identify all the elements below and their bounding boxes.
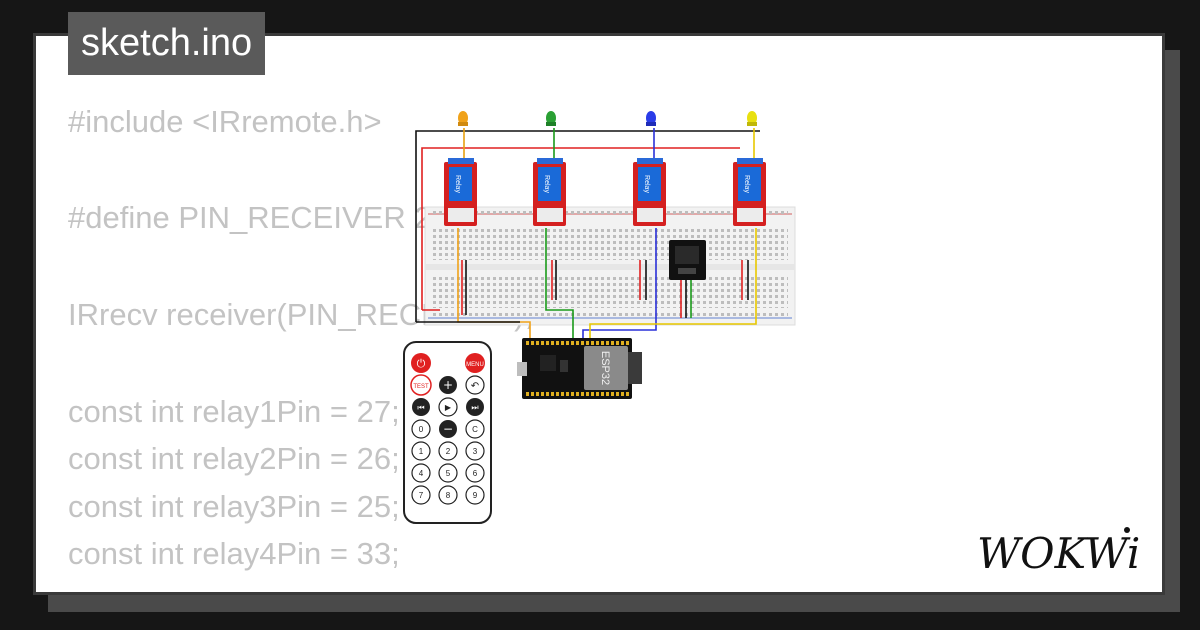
plus-button: +	[443, 378, 453, 392]
leds	[458, 111, 757, 126]
code-line: const int relay3Pin = 25;	[68, 489, 400, 524]
board-label: ESP32	[599, 351, 611, 385]
wire-black	[415, 130, 760, 322]
relay-label: Relay	[743, 175, 750, 193]
play-button: ▶	[445, 403, 452, 412]
code-line: const int relay4Pin = 33;	[68, 536, 400, 571]
relay-modules: Relay Relay Relay Relay	[444, 158, 766, 226]
digit-8-button: 8	[446, 491, 451, 500]
back-button: ↶	[471, 381, 479, 392]
digit-7-button: 7	[419, 491, 424, 500]
ir-remote[interactable]: ⏻ MENU TEST + ↶ ⏮ ▶ ⏭ 0 − C 1 2 3	[403, 341, 492, 524]
wire-green	[545, 228, 574, 338]
digit-9-button: 9	[473, 491, 478, 500]
minus-button: −	[443, 422, 453, 436]
relay-label: Relay	[643, 175, 650, 193]
clear-button: C	[472, 425, 478, 434]
prev-button: ⏮	[417, 403, 424, 412]
digit-0-button: 0	[419, 425, 424, 434]
next-button: ⏭	[471, 403, 478, 412]
ir-receiver[interactable]	[669, 240, 706, 280]
file-tab[interactable]: sketch.ino	[68, 12, 266, 75]
svg-text:WOKWi: WOKWi	[977, 529, 1140, 578]
power-button: ⏻	[417, 357, 426, 370]
relay-module-3[interactable]: Relay	[633, 158, 666, 226]
digit-3-button: 3	[473, 447, 478, 456]
wire-blue	[582, 228, 657, 338]
digit-1-button: 1	[419, 447, 424, 456]
led-orange[interactable]	[458, 111, 468, 126]
wires	[415, 128, 760, 338]
digit-5-button: 5	[446, 469, 451, 478]
relay-module-2[interactable]: Relay	[533, 158, 566, 226]
test-button: TEST	[413, 384, 429, 390]
wire-red	[421, 147, 455, 310]
led-blue[interactable]	[646, 111, 656, 126]
relay-label: Relay	[543, 175, 550, 193]
led-yellow[interactable]	[747, 111, 757, 126]
wokwi-logo: WOKWi	[977, 527, 1140, 578]
relay-module-4[interactable]: Relay	[733, 158, 766, 226]
relay-module-1[interactable]: Relay	[444, 158, 477, 226]
menu-button: MENU	[466, 362, 484, 368]
digit-2-button: 2	[446, 447, 451, 456]
code-line: #include <IRremote.h>	[68, 104, 382, 139]
esp32-board[interactable]: ESP32	[517, 338, 642, 399]
relay-label: Relay	[454, 175, 461, 193]
code-editor: #include <IRremote.h> #define PIN_RECEIV…	[68, 104, 533, 571]
digit-6-button: 6	[473, 469, 478, 478]
wire-yellow	[589, 228, 757, 338]
digit-4-button: 4	[419, 469, 424, 478]
code-line: const int relay1Pin = 27;	[68, 394, 400, 429]
led-green[interactable]	[546, 111, 556, 126]
code-line: const int relay2Pin = 26;	[68, 441, 400, 476]
code-line: #define PIN_RECEIVER 2	[68, 200, 432, 235]
breadboard	[424, 206, 796, 326]
